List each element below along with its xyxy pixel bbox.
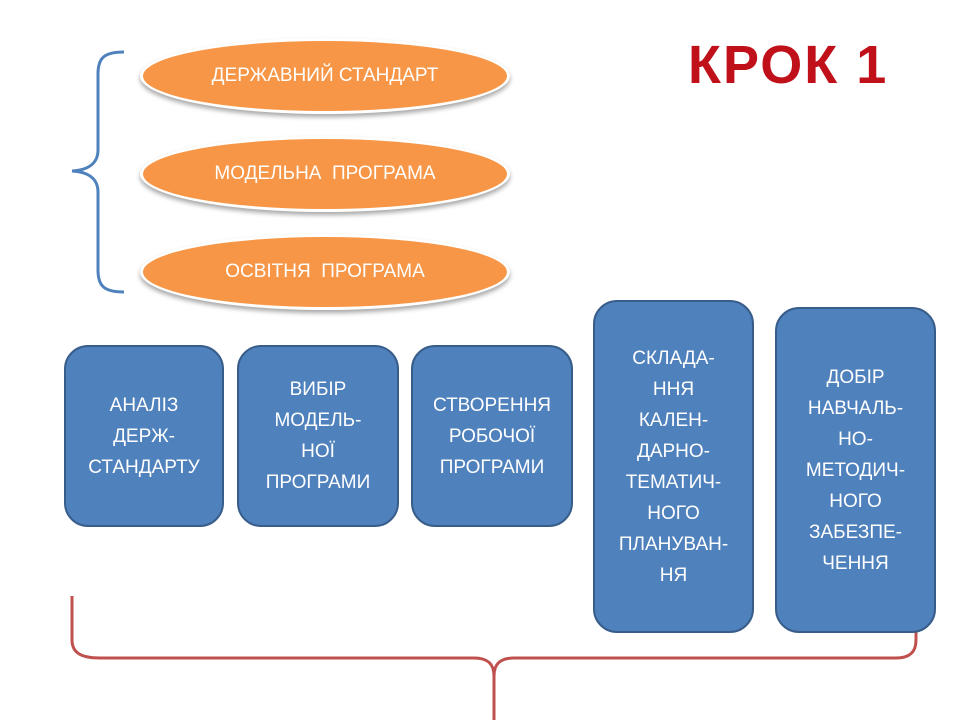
left-brace bbox=[71, 50, 125, 294]
step-title: КРОК 1 bbox=[688, 35, 889, 95]
bottom-brace bbox=[70, 596, 918, 720]
step-box-work-program: СТВОРЕННЯ РОБОЧОЇ ПРОГРАМИ bbox=[411, 345, 573, 527]
step-box-calendar-planning: СКЛАДА- ННЯ КАЛЕН- ДАРНО- ТЕМАТИЧ- НОГО … bbox=[593, 300, 754, 633]
step-box-analysis: АНАЛІЗ ДЕРЖ- СТАНДАРТУ bbox=[64, 345, 224, 527]
oval-model-program: МОДЕЛЬНА ПРОГРАМА bbox=[140, 136, 510, 212]
step-box-model-choice: ВИБІР МОДЕЛЬ- НОЇ ПРОГРАМИ bbox=[237, 345, 399, 527]
step-box-methodical-support: ДОБІР НАВЧАЛЬ- НО- МЕТОДИЧ- НОГО ЗАБЕЗПЕ… bbox=[775, 307, 936, 633]
oval-education-program: ОСВІТНЯ ПРОГРАМА bbox=[140, 234, 510, 310]
oval-state-standard: ДЕРЖАВНИЙ СТАНДАРТ bbox=[140, 38, 510, 114]
